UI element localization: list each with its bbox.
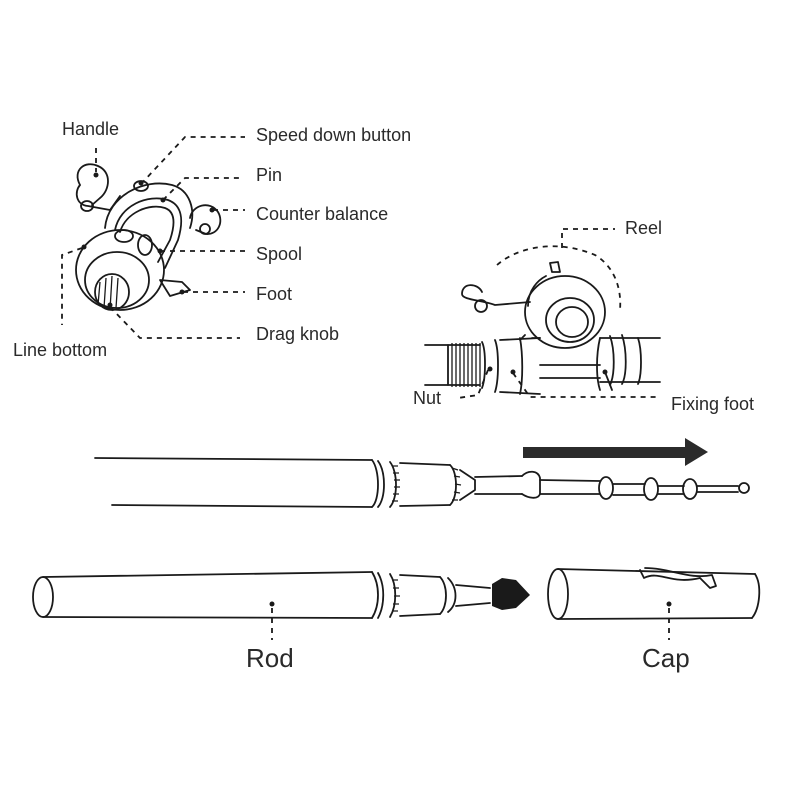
foot-shape xyxy=(159,279,191,297)
handle-knob xyxy=(76,163,109,206)
label-reel: Reel xyxy=(625,218,663,238)
label-pin: Pin xyxy=(256,165,283,185)
reel-illustration xyxy=(61,136,245,339)
reel-frame xyxy=(104,182,194,229)
label-spool: Spool xyxy=(256,244,303,264)
collapsed-rod-illustration xyxy=(32,571,530,640)
rod-marker xyxy=(269,601,275,607)
label-fixing-foot: Fixing foot xyxy=(671,394,755,414)
label-handle: Handle xyxy=(62,119,120,139)
extend-direction-arrow xyxy=(523,438,708,466)
cap-marker xyxy=(666,601,672,607)
extended-rod-illustration xyxy=(94,457,750,508)
label-nut: Nut xyxy=(413,388,442,408)
label-counter-balance: Counter balance xyxy=(256,204,389,224)
rod-tip xyxy=(738,482,750,494)
label-foot: Foot xyxy=(256,284,293,304)
cap-illustration xyxy=(547,567,761,640)
cap-clip xyxy=(639,567,717,589)
label-drag-knob: Drag knob xyxy=(256,324,340,344)
label-cap: Cap xyxy=(642,643,690,673)
label-speed-down-button: Speed down button xyxy=(256,125,412,145)
reel-assembly-illustration xyxy=(424,228,661,399)
label-line-bottom: Line bottom xyxy=(13,340,108,360)
label-rod: Rod xyxy=(246,643,294,673)
handle-arm xyxy=(75,184,121,211)
counter-balance-shape xyxy=(189,204,222,235)
